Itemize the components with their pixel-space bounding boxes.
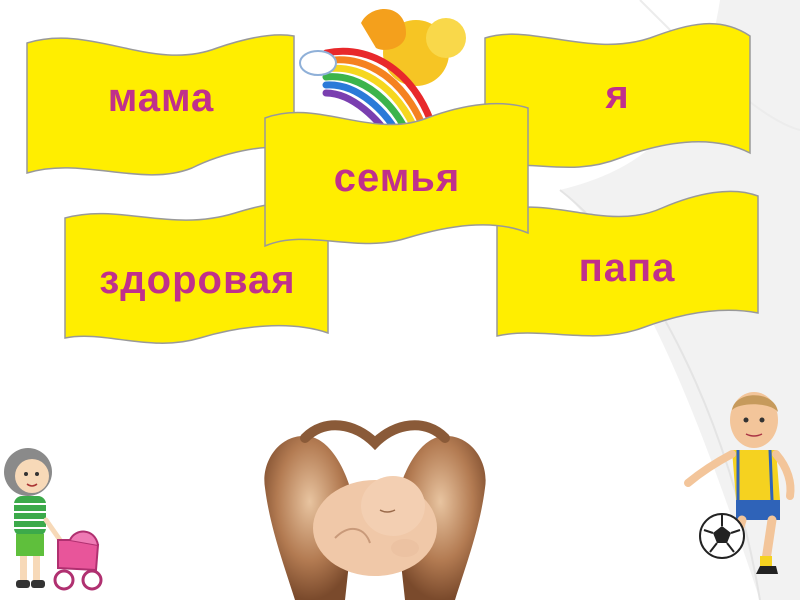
word-semya: семья [333,156,461,200]
word-banner-zdorovaya: здоровая [60,198,335,348]
word-banner-semya: семья [262,98,532,250]
word-banner-ya: я [480,18,755,178]
word-papa: папа [578,246,676,290]
word-mama: мама [107,76,215,120]
word-ya: я [605,73,630,117]
girl-with-pram-image [0,440,110,600]
word-banner-mama: мама [22,28,300,178]
baby-in-hands-image [255,418,495,600]
word-banner-papa: папа [492,188,762,343]
word-zdorovaya: здоровая [99,258,296,302]
boy-with-soccer-ball-image [680,388,798,588]
